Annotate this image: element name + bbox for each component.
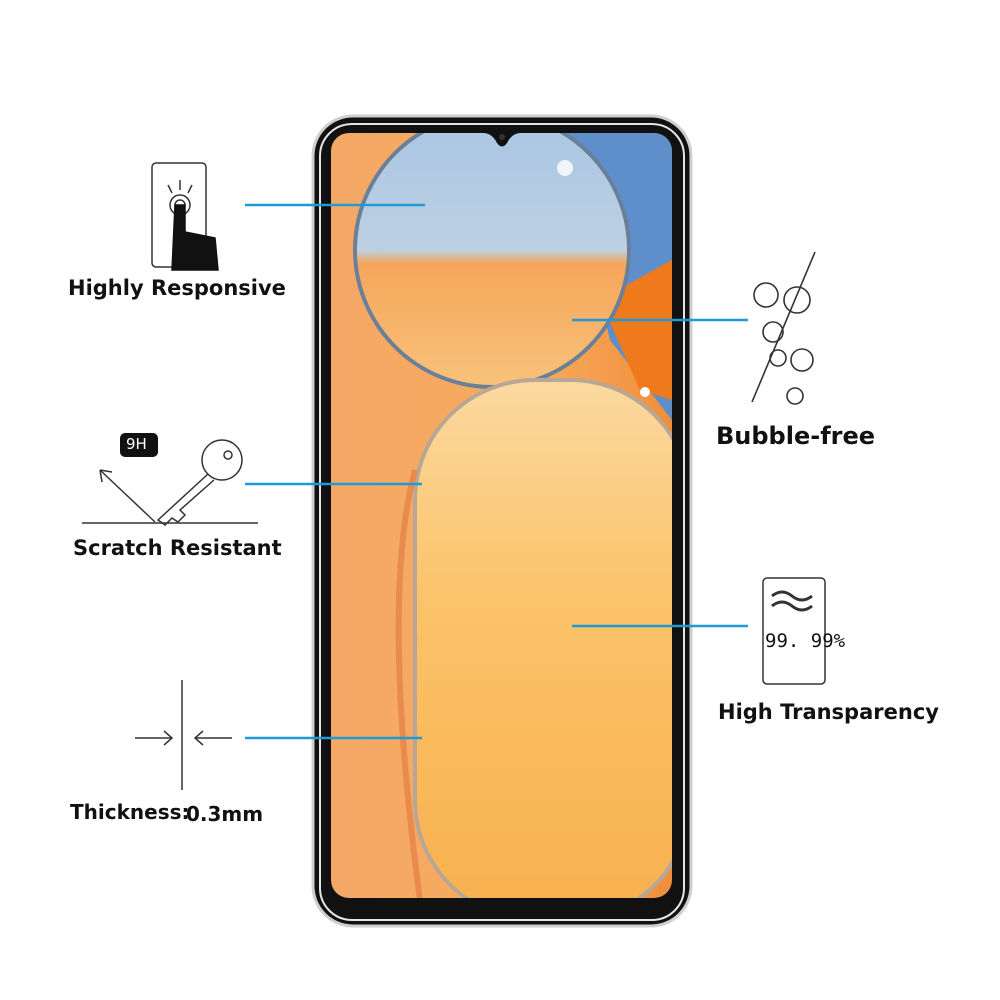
label-high-transparency: High Transparency <box>718 700 939 724</box>
touch-icon <box>151 162 219 271</box>
phone-screen <box>331 133 672 898</box>
label-bubble-free: Bubble-free <box>716 422 876 450</box>
transparency-icon <box>762 577 826 685</box>
thickness-value: 0.3mm <box>186 802 264 826</box>
transparency-percent: 99. 99% <box>765 630 846 652</box>
label-highly-responsive: Highly Responsive <box>68 276 286 300</box>
camera-icon <box>499 134 505 140</box>
scratch-key-icon <box>82 439 258 526</box>
label-thickness: Thickness: <box>70 800 190 824</box>
phone-bezel-highlight <box>319 123 685 921</box>
label-scratch-resistant: Scratch Resistant <box>73 536 282 560</box>
bubbles-icon <box>751 251 816 405</box>
9h-badge-text: 9H <box>126 435 147 453</box>
9h-badge <box>120 433 158 457</box>
callout-lines <box>245 203 748 740</box>
thickness-icon <box>135 680 232 790</box>
